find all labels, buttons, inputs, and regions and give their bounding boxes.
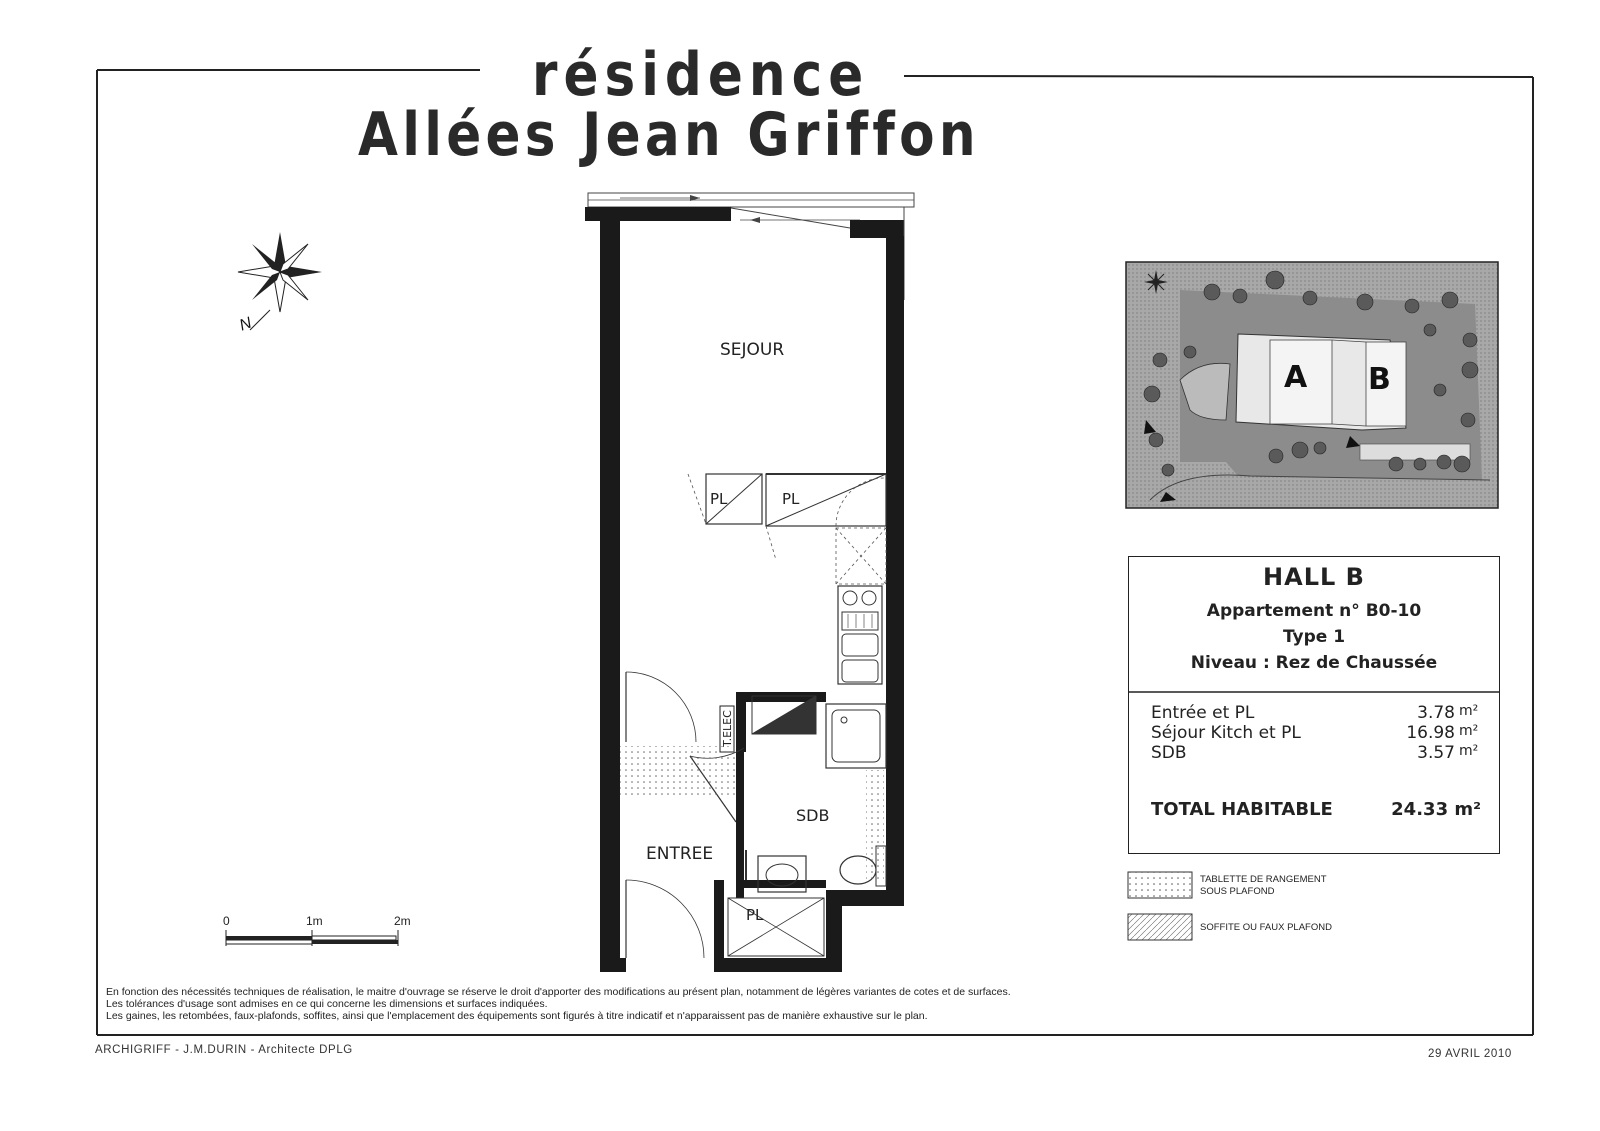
site-building-b: B xyxy=(1368,362,1391,397)
legend-tablette-line2: SOUS PLAFOND xyxy=(1200,886,1275,897)
architect-credit: ARCHIGRIFF - J.M.DURIN - Architecte DPLG xyxy=(95,1044,353,1056)
area-label-entree: Entrée et PL xyxy=(1151,703,1255,723)
area-value-entree: 3.78 xyxy=(1417,703,1455,723)
room-label-telec: T.ELEC xyxy=(720,710,734,747)
compass-rose-icon xyxy=(237,232,322,331)
area-unit-sejour: m² xyxy=(1459,723,1479,739)
total-habitable-value: 24.33 m² xyxy=(1391,799,1481,820)
site-compass-icon xyxy=(1144,270,1168,294)
storage-label-pl-2: PL xyxy=(782,490,800,508)
total-habitable-label: TOTAL HABITABLE xyxy=(1151,799,1333,820)
title-residence: résidence xyxy=(532,40,870,110)
apartment-info-box: HALL B Appartement n° B0-10 Type 1 Nivea… xyxy=(1128,556,1500,854)
room-label-sejour: SEJOUR xyxy=(720,340,785,360)
title-residence-name: Allées Jean Griffon xyxy=(358,100,980,170)
apartment-number: Appartement n° B0-10 xyxy=(1206,601,1422,621)
legend-swatch-hatch xyxy=(1127,913,1193,941)
area-unit-sdb: m² xyxy=(1459,743,1479,759)
disclaimer-notes: En fonction des nécessités techniques de… xyxy=(106,986,1011,1022)
storage-label-pl-1: PL xyxy=(710,490,728,508)
area-value-sdb: 3.57 xyxy=(1417,743,1455,763)
legend-tablette: TABLETTE DE RANGEMENT SOUS PLAFOND xyxy=(1200,874,1327,898)
room-label-sdb: SDB xyxy=(796,806,830,825)
note-line: Les gaines, les retombées, faux-plafonds… xyxy=(106,1010,928,1022)
legend-tablette-line1: TABLETTE DE RANGEMENT xyxy=(1200,874,1327,885)
legend-soffite: SOFFITE OU FAUX PLAFOND xyxy=(1200,922,1332,933)
room-label-entree: ENTREE xyxy=(646,844,714,864)
scale-bar xyxy=(225,930,399,946)
site-building-a: A xyxy=(1284,360,1308,395)
scale-label-0: 0 xyxy=(223,914,230,928)
area-unit-entree: m² xyxy=(1459,703,1479,719)
area-label-sdb: SDB xyxy=(1151,743,1187,763)
note-line: En fonction des nécessités techniques de… xyxy=(106,986,1011,998)
hall-title: HALL B xyxy=(1263,563,1365,591)
scale-label-2m: 2m xyxy=(394,914,411,928)
note-line: Les tolérances d'usage sont admises en c… xyxy=(106,998,548,1010)
scale-label-1m: 1m xyxy=(306,914,323,928)
area-value-sejour: 16.98 xyxy=(1406,723,1455,743)
plan-date: 29 AVRIL 2010 xyxy=(1428,1048,1512,1060)
apartment-level: Niveau : Rez de Chaussée xyxy=(1190,653,1438,673)
site-plan-map xyxy=(1125,261,1499,509)
legend-swatch-dots xyxy=(1127,871,1193,899)
storage-label-pl-3: PL xyxy=(746,906,764,924)
floor-plan xyxy=(585,192,915,972)
apartment-type: Type 1 xyxy=(1282,627,1346,647)
area-label-sejour: Séjour Kitch et PL xyxy=(1151,723,1301,743)
